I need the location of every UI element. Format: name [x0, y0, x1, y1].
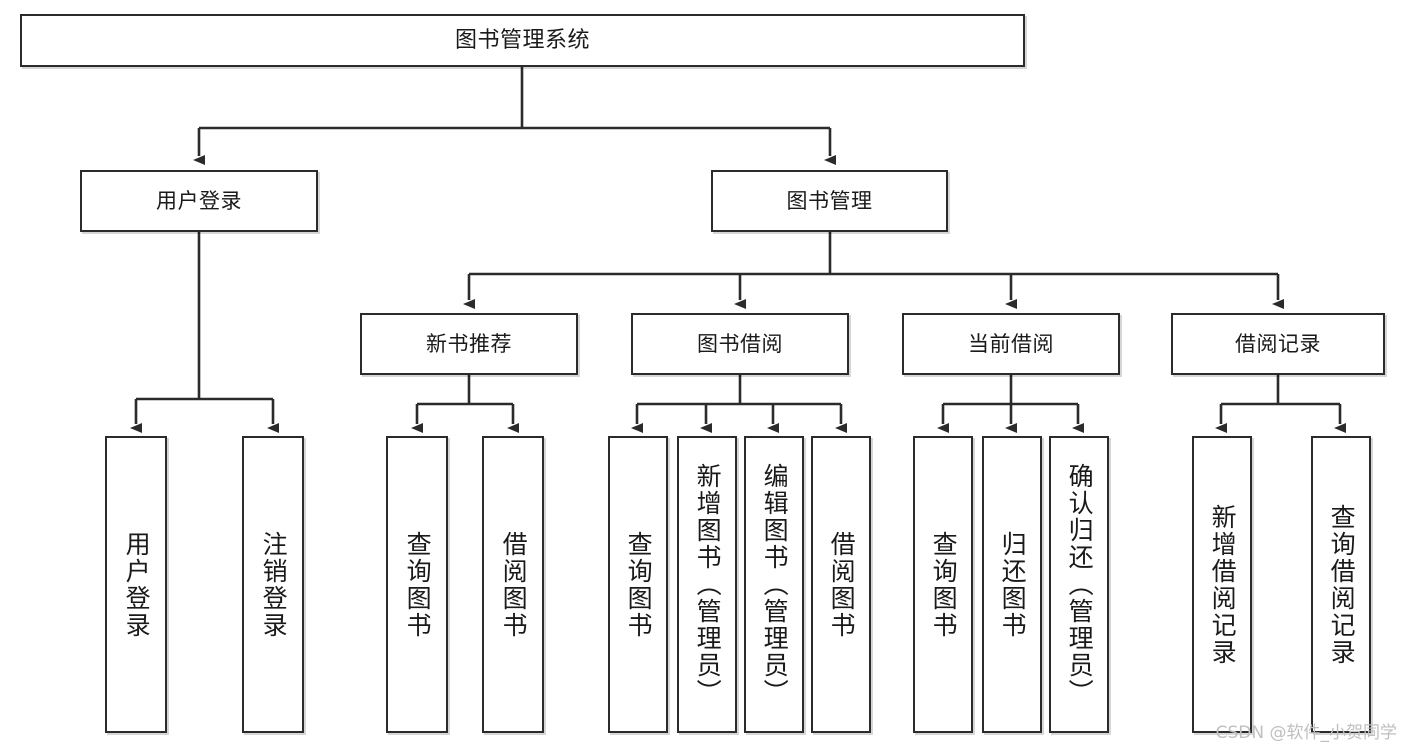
- leaf-record-add-record[interactable]: 新增借阅记录: [1192, 436, 1252, 733]
- leaf-borrow-query-book[interactable]: 查询图书: [608, 436, 668, 733]
- node-new-book-recommend-label: 新书推荐: [426, 331, 512, 356]
- leaf-recommend-borrow-book-label: 借阅图书: [499, 530, 529, 639]
- leaf-borrow-add-book-label: 新增图书（管理员）: [693, 463, 723, 706]
- leaf-recommend-query-book[interactable]: 查询图书: [386, 436, 448, 733]
- leaf-current-return-book-label: 归还图书: [998, 530, 1028, 639]
- leaf-record-add-record-label: 新增借阅记录: [1208, 503, 1238, 666]
- node-user-login[interactable]: 用户登录: [80, 170, 318, 232]
- node-book-management[interactable]: 图书管理: [711, 170, 948, 232]
- node-book-management-label: 图书管理: [786, 188, 873, 213]
- leaf-record-query-record-label: 查询借阅记录: [1327, 503, 1357, 666]
- node-root[interactable]: 图书管理系统: [20, 14, 1025, 67]
- node-current-borrow[interactable]: 当前借阅: [902, 313, 1120, 375]
- leaf-borrow-borrow-book[interactable]: 借阅图书: [811, 436, 871, 733]
- node-root-label: 图书管理系统: [454, 27, 590, 53]
- node-borrow-record-label: 借阅记录: [1235, 331, 1321, 356]
- node-book-borrow[interactable]: 图书借阅: [631, 313, 849, 375]
- node-book-borrow-label: 图书借阅: [697, 331, 783, 356]
- leaf-borrow-edit-book[interactable]: 编辑图书（管理员）: [744, 436, 804, 733]
- leaf-borrow-add-book[interactable]: 新增图书（管理员）: [677, 436, 737, 733]
- node-new-book-recommend[interactable]: 新书推荐: [360, 313, 578, 375]
- leaf-record-query-record[interactable]: 查询借阅记录: [1311, 436, 1371, 733]
- node-user-login-label: 用户登录: [156, 188, 242, 213]
- leaf-recommend-borrow-book[interactable]: 借阅图书: [482, 436, 544, 733]
- leaf-user-login-login[interactable]: 用户登录: [105, 436, 167, 733]
- leaf-current-query-book[interactable]: 查询图书: [913, 436, 973, 733]
- leaf-recommend-query-book-label: 查询图书: [403, 530, 433, 639]
- leaf-current-confirm-return[interactable]: 确认归还（管理员）: [1049, 436, 1109, 733]
- leaf-borrow-edit-book-label: 编辑图书（管理员）: [760, 463, 790, 706]
- leaf-user-login-login-label: 用户登录: [122, 530, 152, 639]
- watermark-text: CSDN @软件_小贺同学: [1215, 723, 1397, 743]
- leaf-user-login-logout-label: 注销登录: [259, 530, 289, 639]
- leaf-current-return-book[interactable]: 归还图书: [982, 436, 1042, 733]
- leaf-current-confirm-return-label: 确认归还（管理员）: [1065, 463, 1095, 706]
- node-current-borrow-label: 当前借阅: [968, 331, 1054, 356]
- leaf-current-query-book-label: 查询图书: [929, 530, 959, 639]
- leaf-borrow-query-book-label: 查询图书: [624, 530, 654, 639]
- node-borrow-record[interactable]: 借阅记录: [1171, 313, 1385, 375]
- leaf-borrow-borrow-book-label: 借阅图书: [827, 530, 857, 639]
- leaf-user-login-logout[interactable]: 注销登录: [242, 436, 304, 733]
